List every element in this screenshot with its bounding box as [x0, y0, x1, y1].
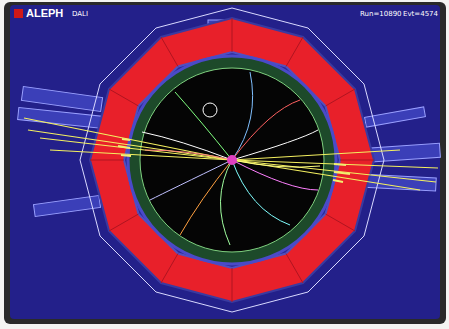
energy-deposits [118, 139, 350, 182]
segment-lines [90, 18, 374, 302]
run-number: Run=10890 [360, 11, 402, 18]
tracks [142, 72, 320, 245]
tpc [140, 68, 324, 252]
vertex-marker [203, 103, 217, 117]
logo-mark [14, 9, 23, 18]
coil [124, 52, 340, 268]
monitor-frame [4, 2, 446, 324]
interaction-point [227, 155, 237, 165]
outer-outline [80, 8, 384, 312]
program-name: DALI [72, 11, 88, 18]
screen [10, 5, 440, 319]
em-calorimeter [128, 56, 336, 264]
jets [24, 118, 438, 190]
event-number: Evt=4574 [403, 11, 438, 18]
hadron-calorimeter [90, 18, 374, 302]
logo-text: ALEPH [26, 8, 63, 19]
